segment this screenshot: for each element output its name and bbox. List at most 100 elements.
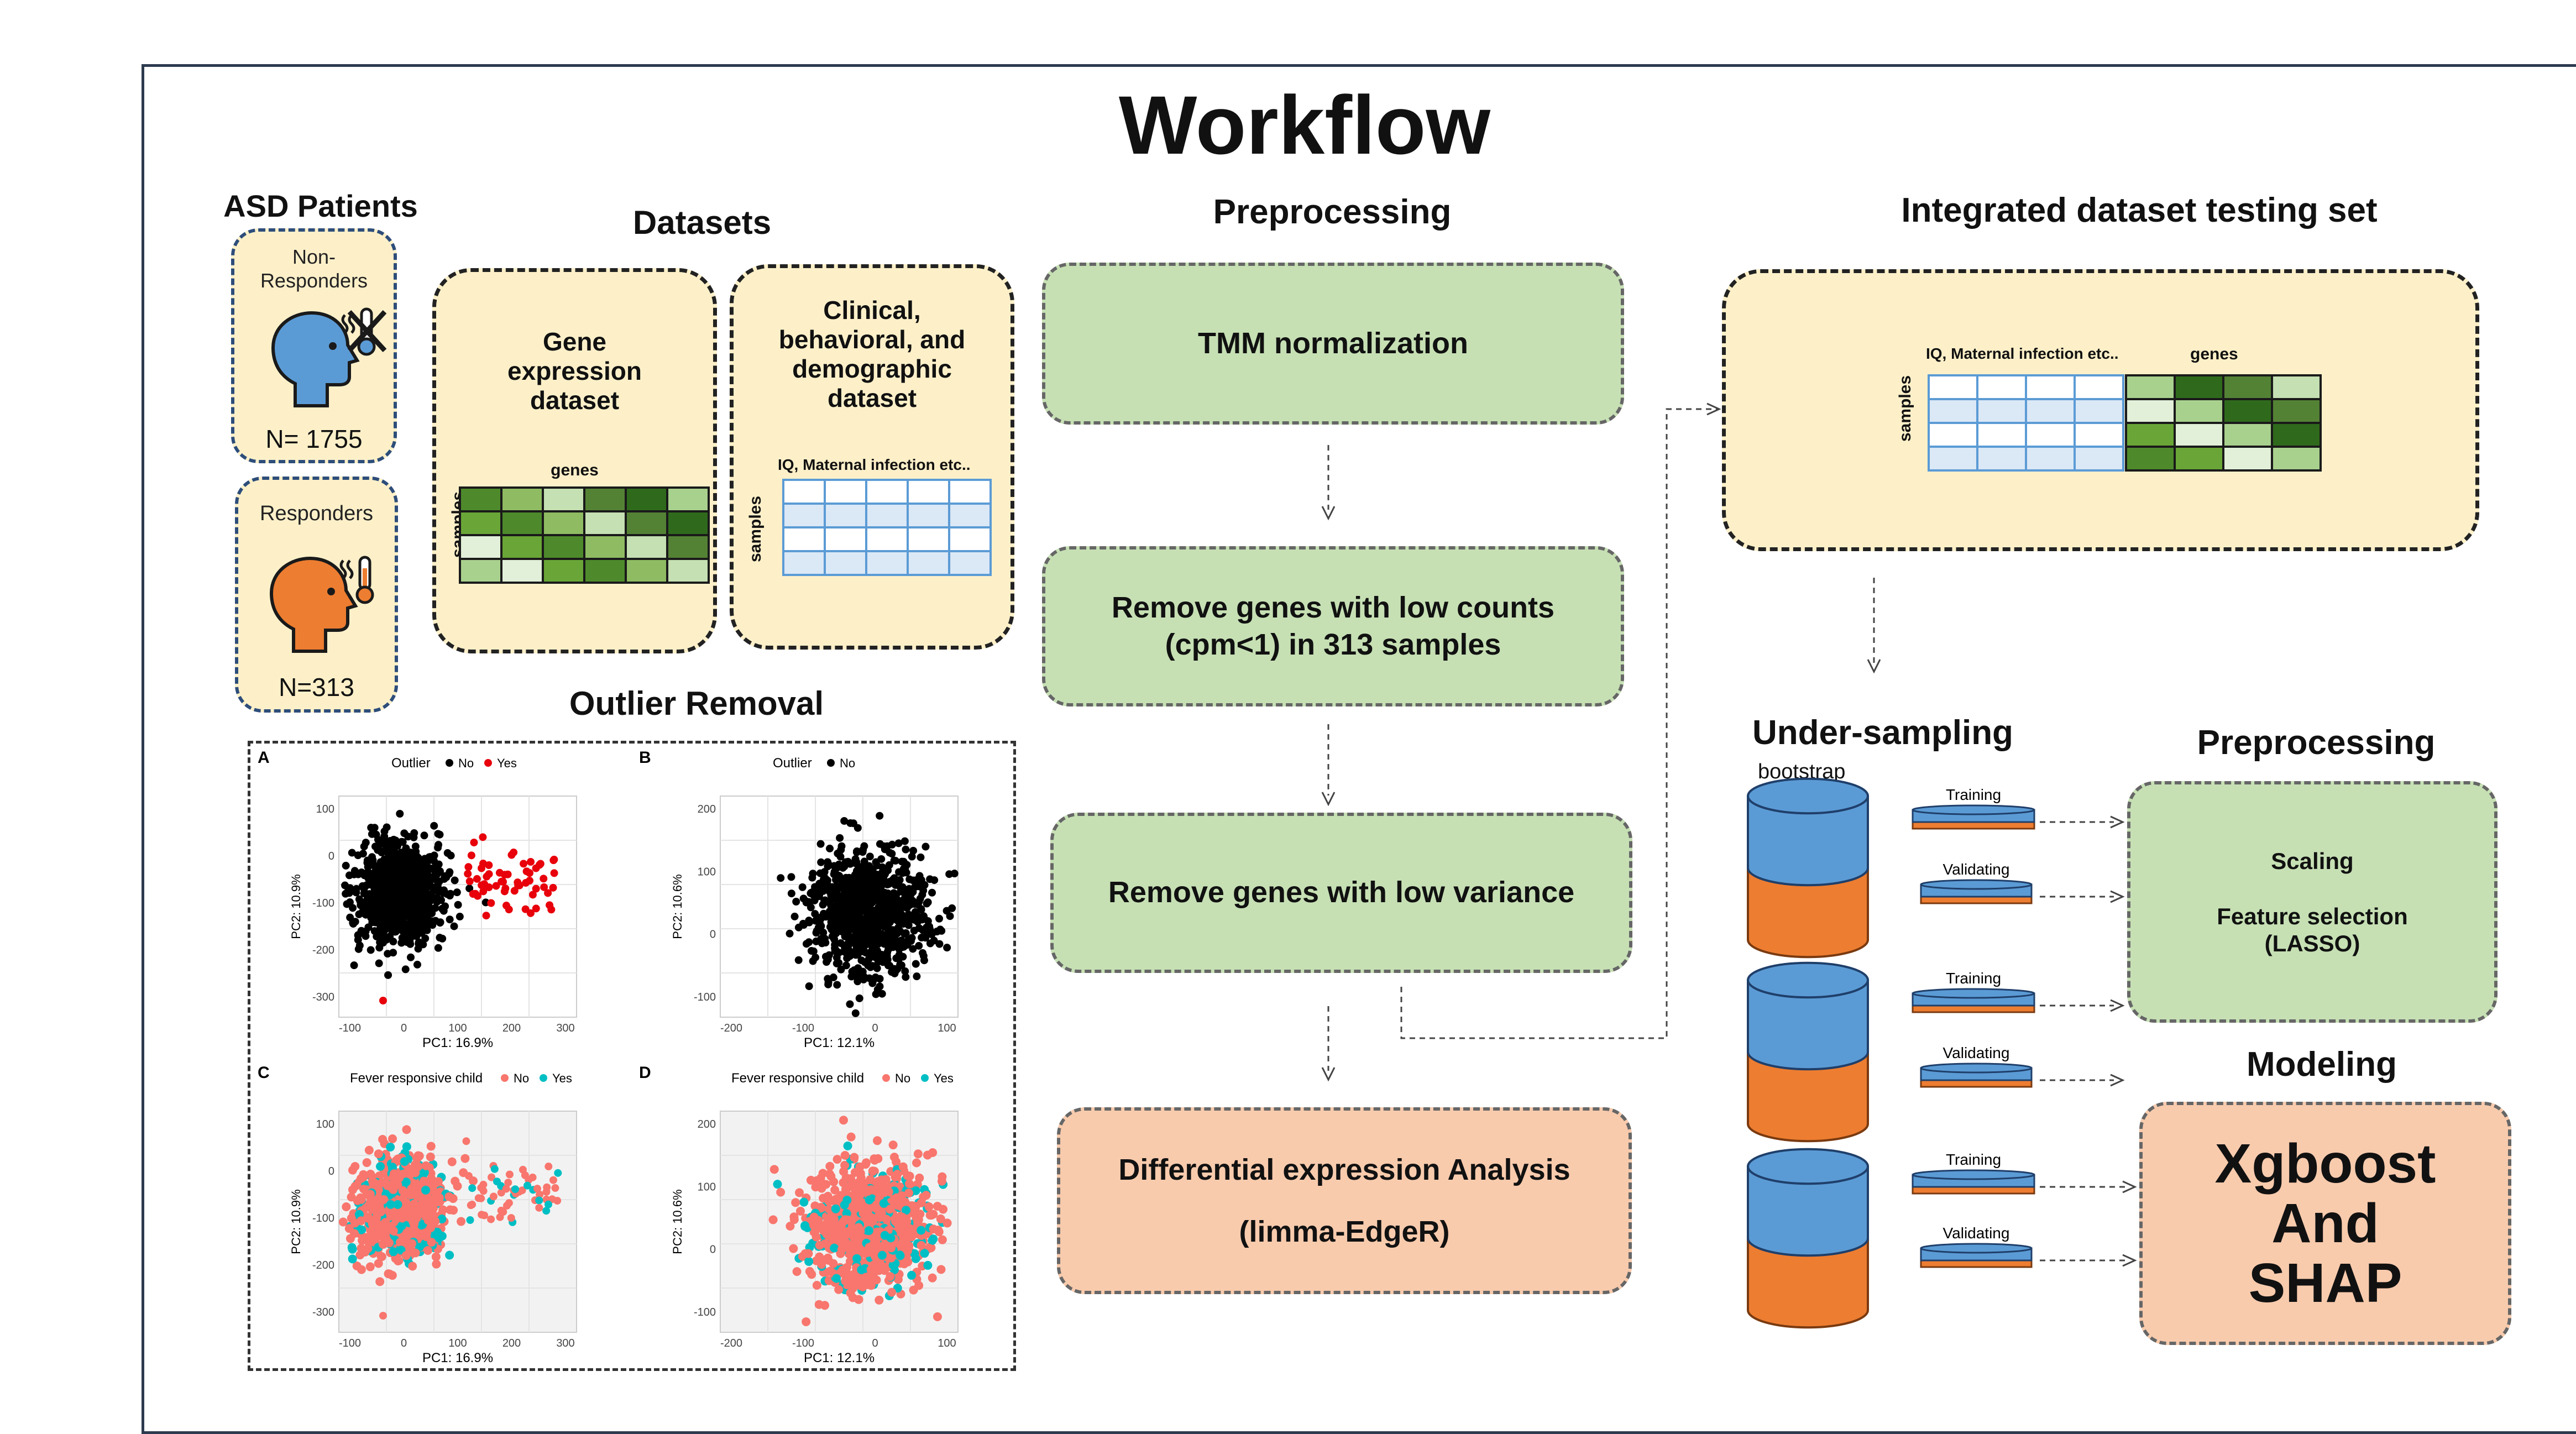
pca-outlier-point (502, 902, 511, 910)
pca-point (354, 945, 363, 953)
pca-point (399, 912, 407, 920)
clinical-matrix-cell (824, 503, 867, 528)
gene-expression-matrix (459, 486, 710, 584)
pca-y-tick: 0 (710, 929, 716, 941)
pca-x-tick: -100 (792, 1022, 814, 1034)
pca-outlier-point (510, 887, 519, 895)
pca-outlier-point (487, 899, 495, 907)
clinical-dataset-box: Clinical, behavioral, and demographic da… (730, 264, 1014, 650)
pca-y-tick: 100 (698, 866, 716, 878)
clinical-matrix-cell (948, 503, 992, 528)
pca-point (346, 884, 354, 892)
training-label: Training (1946, 1151, 2001, 1168)
clinical-dataset-title: Clinical, behavioral, and demographic da… (778, 296, 966, 412)
non-responders-box: Non- Responders N= 1755 (231, 228, 397, 463)
pca-point (376, 871, 384, 880)
pca-point (342, 861, 350, 870)
pca-outlier-point (465, 877, 474, 886)
gene-matrix-cell (666, 558, 710, 584)
pca-point (442, 873, 451, 881)
gene-expression-title: Gene expression dataset (507, 327, 642, 415)
gene-matrix-cell (625, 510, 668, 536)
pca-outlier-point (470, 839, 478, 847)
pca-point (400, 861, 409, 869)
pca-point (436, 934, 444, 942)
pca-point (375, 959, 383, 967)
pca-point (343, 900, 351, 908)
pca-point (372, 863, 380, 871)
pca-outlier-point (521, 905, 530, 913)
pca-x-tick: 300 (556, 1022, 574, 1034)
pca-point (816, 840, 825, 848)
pca-point (422, 863, 430, 871)
cylinder-cap (1747, 1148, 1869, 1185)
pca-point (390, 835, 398, 844)
pca-y-tick: -300 (312, 991, 334, 1003)
pca-x-tick: 200 (502, 1022, 521, 1034)
pca-point (434, 844, 442, 852)
pca-point (396, 810, 404, 818)
pca-outlier-point (479, 887, 488, 896)
training-slab (1912, 988, 2035, 1013)
pca-point (439, 907, 448, 915)
pca-point (392, 867, 400, 876)
pca-point (360, 871, 369, 880)
pca-panel-letter: B (639, 749, 651, 767)
pca-outlier-point (469, 890, 477, 898)
datasets-heading: Datasets (632, 204, 772, 241)
pca-point (386, 933, 394, 941)
pca-point (421, 901, 429, 909)
pca-legend-dot (484, 759, 492, 767)
non-responders-label: Non- Responders (260, 245, 368, 292)
pca-point (415, 888, 423, 897)
pca-outlier-point (379, 997, 387, 1004)
pca-y-tick: -200 (312, 944, 334, 956)
gene-expression-dataset-box: Gene expression dataset genes samples (432, 268, 717, 653)
slab-cap (1912, 804, 2035, 815)
pca-outlier-point (479, 833, 487, 841)
pca-point (380, 932, 389, 940)
pca-x-tick: 0 (872, 1022, 878, 1034)
pca-point (805, 982, 813, 990)
pca-outlier-point (520, 860, 528, 868)
pca-point (349, 904, 357, 912)
pca-x-tick: -100 (339, 1022, 361, 1034)
pca-point (846, 1000, 854, 1008)
pca-outlier-point (526, 869, 534, 877)
pca-point (454, 901, 462, 909)
pca-outlier-point (473, 875, 481, 883)
page-title: Workflow (1118, 78, 1491, 171)
pca-point (421, 924, 429, 933)
pca-outlier-point (540, 875, 548, 883)
gene-matrix-cell (500, 486, 544, 512)
pca-x-label: PC1: 16.9% (422, 1035, 493, 1050)
clinical-matrix-cell (824, 550, 867, 576)
pca-point (378, 901, 386, 909)
pca-outlier-point (507, 851, 516, 859)
pca-point (355, 895, 363, 903)
pca-point (359, 850, 367, 858)
pca-point (414, 918, 422, 927)
training-slab (1912, 804, 2035, 830)
pca-point (419, 940, 427, 949)
pca-outlier-point (514, 878, 522, 887)
pca-legend-label: No (840, 756, 855, 770)
responder-head-icon (269, 556, 374, 653)
pca-point (380, 832, 389, 840)
pca-point (366, 946, 375, 954)
pca-point (431, 917, 439, 925)
pca-point (404, 904, 412, 912)
pca-point (413, 960, 421, 969)
pca-point (777, 874, 785, 882)
pca-outlier-point (467, 851, 475, 860)
pca-point (358, 882, 366, 890)
pca-point (389, 913, 397, 922)
pca-point (787, 873, 795, 881)
pca-outlier-point (479, 860, 488, 868)
pca-outlier-point (549, 856, 558, 865)
pca-x-tick: -200 (720, 1022, 742, 1034)
pca-point (410, 833, 418, 841)
pca-point (348, 849, 356, 857)
